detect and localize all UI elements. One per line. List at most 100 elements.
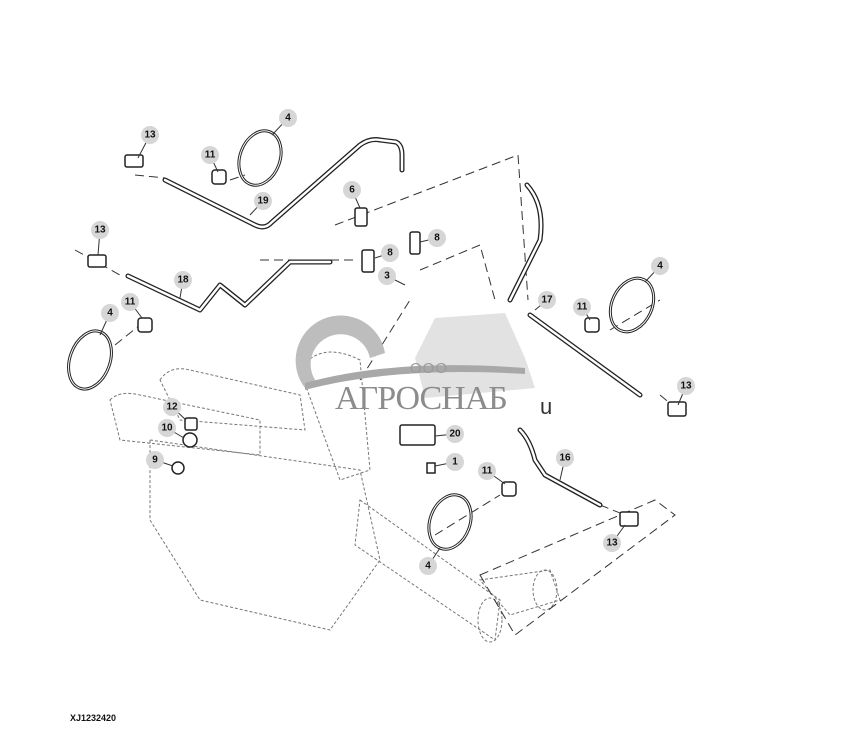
adapter-8 [409,231,421,255]
callout-circle [381,244,399,262]
callout-label: 4 [285,113,291,124]
elbow-fitting-13 [619,511,639,527]
callout-13: 13 [677,377,695,406]
callout-circle [446,425,464,443]
callout-circle [146,451,164,469]
callout-circle [201,146,219,164]
callout-11: 11 [573,298,591,321]
plug-9 [171,461,185,475]
clip-11 [211,169,227,185]
callout-label: 9 [152,455,158,466]
callout-circle [538,291,556,309]
callout-circle [677,377,695,395]
callout-circle [343,181,361,199]
callout-label: 11 [205,150,216,161]
callout-circle [378,267,396,285]
callout-label: 18 [177,275,189,286]
callout-3: 3 [378,267,406,286]
block-20 [399,424,436,446]
watermark-prefix: ООО [410,360,449,377]
callout-label: 8 [387,248,393,259]
callout-20: 20 [434,425,464,443]
elbow-fitting-13 [124,154,144,168]
callout-4: 4 [644,257,669,283]
callout-label: 11 [577,302,588,313]
callout-1: 1 [434,453,464,471]
callout-label: 11 [125,297,136,308]
callout-circle [141,126,159,144]
clip-11 [584,317,600,333]
callout-circle [446,453,464,471]
watermark-name: АГРОСНАБ [335,380,508,417]
callout-label: 17 [541,295,553,306]
callout-13: 13 [91,221,109,256]
figure-id: XJ1232420 [70,713,117,723]
fitting-6 [354,207,368,227]
callout-label: 13 [606,538,618,549]
callout-11: 11 [478,462,506,485]
callout-circle [121,293,139,311]
axle-housing-outline [109,351,561,643]
callout-circle [651,257,669,275]
callout-18: 18 [174,271,192,299]
callout-label: 16 [559,453,571,464]
fitting-12 [184,417,198,431]
hydraulic-pipes [125,137,643,508]
callout-11: 11 [121,293,143,319]
watermark-suffix: u [540,394,553,419]
callout-8: 8 [374,244,399,262]
callout-circle [101,304,119,322]
callout-circle [419,557,437,575]
callout-10: 10 [158,419,185,439]
clamps-4 [67,129,656,551]
elbow-fitting-13 [87,254,107,268]
callout-13: 13 [603,524,626,552]
callout-circle [573,298,591,316]
callout-label: 3 [384,271,390,282]
screw-1 [426,462,436,474]
callout-9: 9 [146,451,174,469]
callout-circle [556,449,574,467]
callout-circle [428,229,446,247]
callout-label: 4 [425,561,431,572]
callout-label: 4 [107,308,113,319]
callout-label: 13 [680,381,692,392]
callout-16: 16 [556,449,574,481]
callout-label: 19 [257,196,269,207]
callout-label: 12 [166,402,178,413]
callout-circle [91,221,109,239]
callout-label: 4 [657,261,663,272]
callout-label: 6 [349,185,355,196]
callout-4: 4 [271,109,297,136]
callout-label: 1 [452,457,458,468]
callout-12: 12 [163,398,187,421]
callout-label: 10 [161,423,173,434]
callout-circle [279,109,297,127]
callout-8: 8 [419,229,446,247]
callout-13: 13 [137,126,159,159]
callout-label: 11 [482,466,493,477]
callout-4: 4 [419,547,441,575]
clip-11 [137,317,153,333]
callout-circle [478,462,496,480]
callout-11: 11 [201,146,219,173]
callout-label: 13 [94,225,106,236]
callout-label: 20 [449,429,461,440]
fittings [87,154,687,527]
callout-label: 8 [434,233,440,244]
callout-19: 19 [249,192,272,216]
clip-11 [501,481,517,497]
callout-label: 13 [144,130,156,141]
callout-circle [163,398,181,416]
callout-4: 4 [99,304,119,336]
callout-circle [174,271,192,289]
callout-circle [254,192,272,210]
callout-6: 6 [343,181,361,209]
fitting-10 [182,432,198,448]
callout-circle [158,419,176,437]
tee-fitting-8 [361,249,375,273]
elbow-fitting-13 [667,401,687,417]
watermark-logo [295,313,535,398]
